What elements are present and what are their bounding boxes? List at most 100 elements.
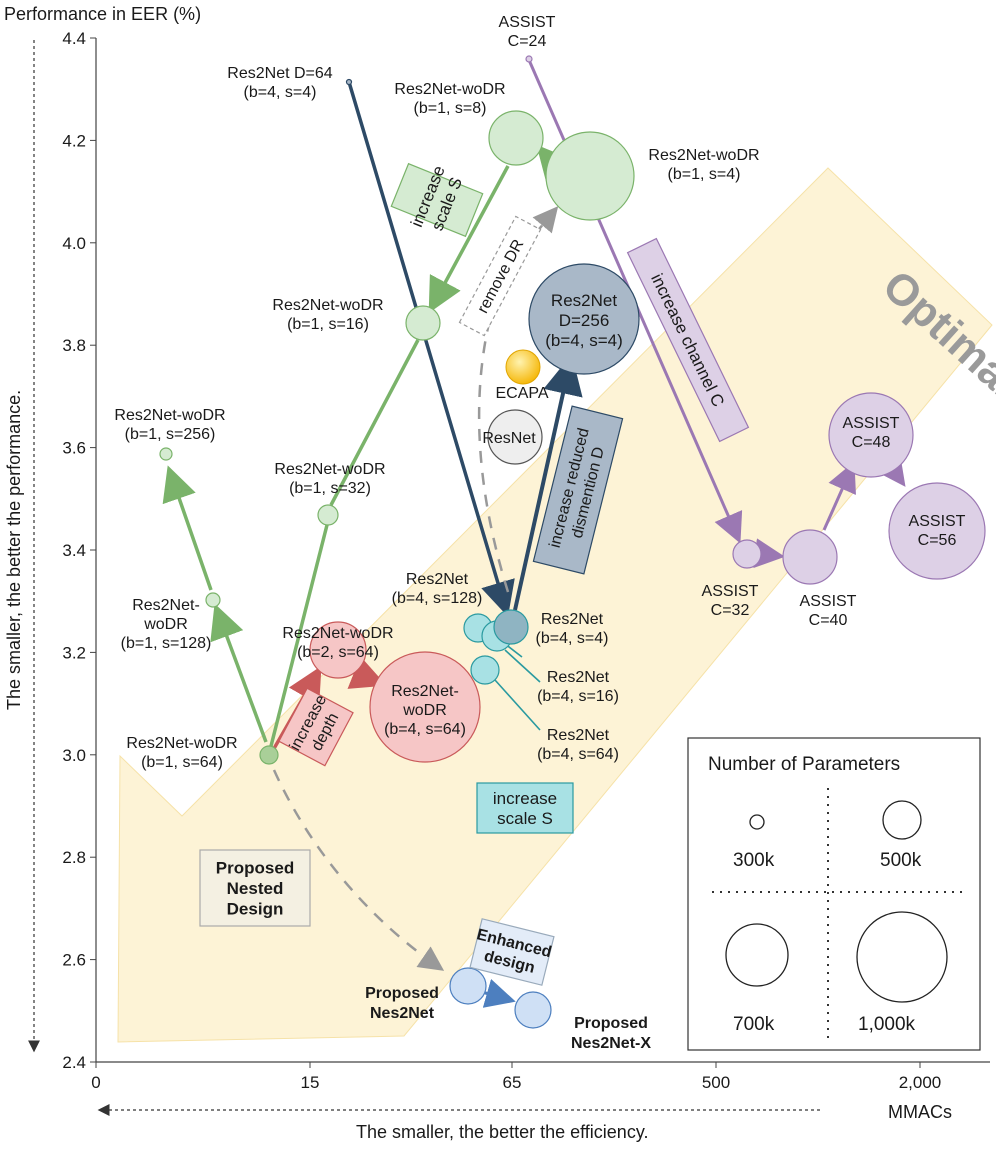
arrow-woDR-s8-to-s16 [428,165,510,314]
arrow-remove-dr [477,206,559,593]
point-res2net-wodr-b2 [309,621,367,679]
y-tick-label: 4.4 [62,29,86,48]
legend-label-500k: 500k [880,850,922,871]
point-label: Res2Net-woDR(b=1, s=256) [114,407,225,443]
legend-title: Number of Parameters [708,754,900,775]
point-proposed-nes2net [449,967,487,1005]
x-tick-label: 0 [91,1073,100,1092]
annotation-box-frame [476,782,574,834]
arrow-woDR-s64-to-s32 [268,524,329,751]
point-res2net-wodr-s16 [405,305,441,341]
point-res2net-wodr-s8 [488,110,544,166]
point-label: Res2Net-woDR(b=1, s=16) [272,297,383,333]
arrow-res2net-scale-2 [504,649,541,683]
legend-label-700k: 700k [733,1014,775,1035]
annotation-box-frame [469,918,555,986]
point-proposed-nes2net-x [514,991,552,1029]
y-tick-label: 3.2 [62,643,86,662]
point-assist-c32 [732,539,762,569]
data-points [159,55,986,1029]
point-label: Res2Net-woDR(b=1, s=8) [394,81,505,117]
legend-swatch-1000k [856,911,948,1003]
point-label: ResNet [482,430,536,447]
legend-swatch-700k [725,923,789,987]
arrow-res2net-base-to-D256 [513,354,583,611]
point-label: Res2Net-woDR(b=1, s=128) [121,597,212,652]
legend-box [687,737,981,1051]
x-axis-label: MMACs [888,1102,952,1122]
arrow-woDR-s128-to-s256 [162,465,213,591]
arrow-proposed-nested-design [272,769,445,971]
annotation-box-frame [458,215,542,337]
point-res2net-wodr-b4 [369,651,481,763]
point-assist-c48 [828,392,914,478]
point-resnet [487,409,543,465]
arrow-enhanced-design [481,978,516,1008]
point-assist-c40 [782,529,838,585]
x-axis-bottom-label: The smaller, the better the efficiency. [356,1122,648,1142]
annotation-box-frame [532,405,624,575]
arrow-woDR-s32-to-s16 [329,339,420,506]
trend-arrows [162,59,906,1008]
y-tick-label: 4.0 [62,234,86,253]
point-assist-c24 [525,55,533,63]
y-axis-side-label: The smaller, the better the performance. [4,390,24,710]
point-label: Res2Net-woDR(b=1, s=64) [126,735,237,771]
point-ecapa [505,349,541,385]
point-res2net-wodr-s32 [317,504,339,526]
y-tick-label: 3.0 [62,746,86,765]
point-res2net-d256 [528,263,640,375]
legend-label-1000k: 1,000k [858,1014,916,1035]
y-tick-label: 3.4 [62,541,86,560]
point-label: ECAPA [495,385,548,402]
x-tick-label: 500 [702,1073,730,1092]
annotation-box-frame [199,849,311,927]
legend-label-300k: 300k [733,850,775,871]
legend: Number of Parameters 300k 500k 700k 1,00… [687,737,981,1051]
point-res2net-wodr-s4 [545,131,635,221]
arrow-woDR-s4-to-s8 [536,144,573,183]
arrow-res2net-D64-to-base [347,81,515,617]
point-res2net-d64 [345,78,353,86]
x-tick-label: 2,000 [899,1073,942,1092]
y-tick-label: 3.6 [62,439,86,458]
arrow-res2net-scale-3 [494,679,541,731]
point-res2net-wodr-s64 [259,745,279,765]
y-tick-label: 2.6 [62,951,86,970]
point-label: Res2Net-woDR(b=1, s=32) [274,461,385,497]
annotation-box: increase reduceddismention D [532,405,624,575]
arrow-woDR-s64-to-s128 [210,603,268,743]
arrow-assist-c40-to-c48 [822,461,856,531]
arrow-assist-c32-to-c40 [753,538,785,569]
point-res2net-s4 [493,609,529,645]
point-label: Res2Net-woDR(b=4, s=64) [384,683,466,738]
x-tick-label: 65 [503,1073,522,1092]
annotation-box-frame [278,687,354,767]
y-tick-label: 2.8 [62,848,86,867]
point-res2net-wodr-s128 [205,592,221,608]
y-tick-labels: 4.44.24.03.83.63.43.23.02.82.62.4 [62,29,96,1072]
y-tick-label: 2.4 [62,1053,86,1072]
point-labels: Res2Net-woDR(b=1, s=8) Res2Net-woDR(b=1, … [114,14,965,1052]
point-res2net-wodr-s256 [159,447,173,461]
point-assist-c56 [888,482,986,580]
legend-swatch-500k [882,800,922,840]
y-axis-top-label: Performance in EER (%) [4,4,201,24]
annotation-box-frame [626,237,750,443]
point-label: Res2Net(b=4, s=64) [537,727,619,763]
point-label: Res2Net(b=4, s=128) [392,571,483,607]
legend-swatch-300k [749,814,765,830]
point-label: Res2Net-woDR(b=1, s=4) [648,147,759,183]
annotation-box-frame [390,162,484,238]
